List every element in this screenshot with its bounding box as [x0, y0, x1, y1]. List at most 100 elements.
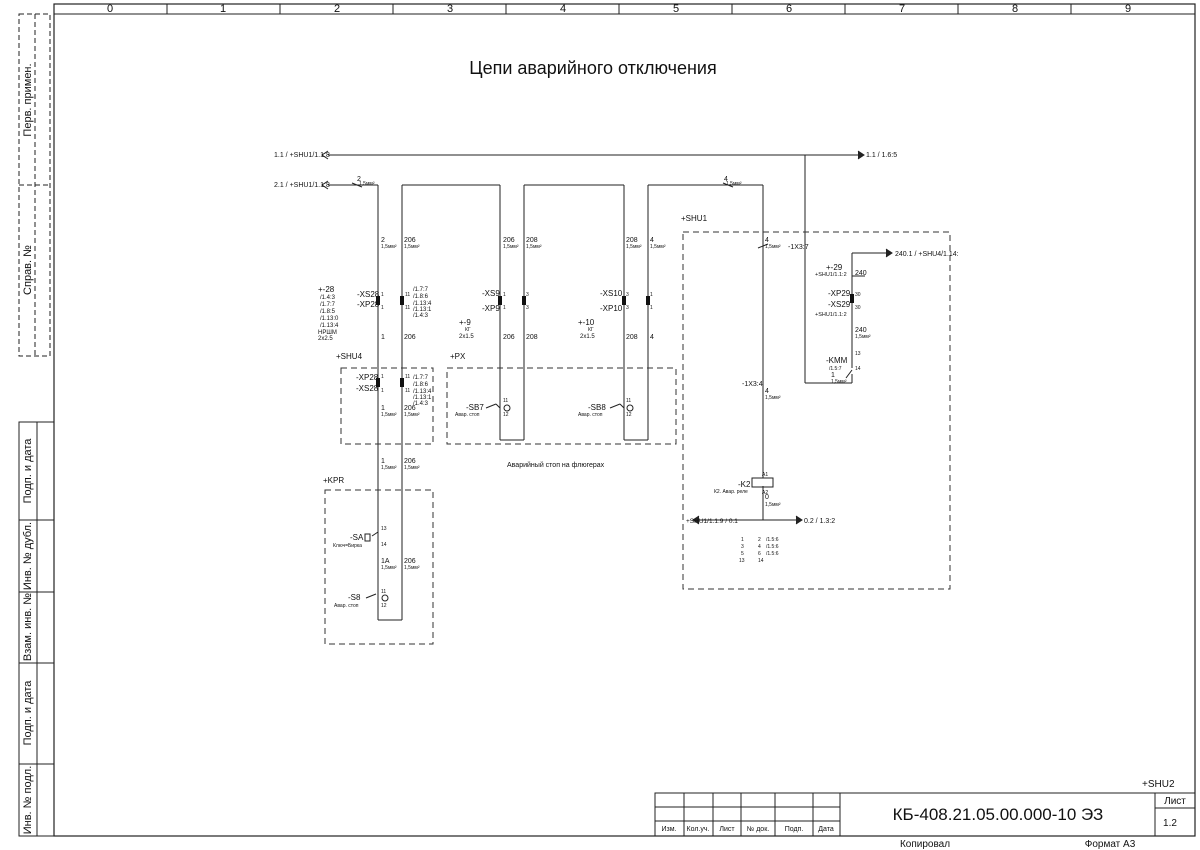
- connector-label-xp29: -XP29: [828, 289, 851, 298]
- column-number: 6: [786, 3, 792, 15]
- emergency-button-icon: [626, 404, 634, 412]
- stamp-header: № док.: [747, 826, 769, 833]
- device-label-sb7: -SB7: [466, 403, 484, 412]
- emergency-button-icon: [609, 403, 625, 409]
- device-label-s8: -S8: [348, 593, 361, 602]
- connector-label-plus10: +-10: [578, 318, 595, 327]
- ref-left-1: 1.1 / +SHU1/1.1:8: [274, 152, 330, 159]
- connector-icon: [376, 296, 380, 305]
- cable-size: 2x1.5: [459, 334, 474, 340]
- sheet-frame: [18, 3, 1196, 837]
- key-switch-icon: [364, 533, 371, 542]
- pin-number: 13: [855, 351, 861, 357]
- enclosure-shu1: [682, 231, 951, 590]
- wire-label: 240: [855, 327, 867, 334]
- pin-number: 1: [503, 305, 506, 311]
- wire-label: 206: [404, 558, 416, 565]
- device-desc: Авар. стоп: [455, 412, 480, 418]
- pin-number: 1: [381, 305, 384, 311]
- wire-gauge: 1,5мм²: [626, 244, 642, 250]
- contact-ref: /1.5:6: [766, 537, 779, 543]
- column-number: 0: [107, 3, 113, 15]
- side-labels: Перв. примен. Справ. № Подп. и дата Инв.…: [22, 63, 34, 834]
- wire-label: 0: [765, 494, 769, 501]
- copied-label: Копировал: [900, 839, 950, 850]
- side-label-vzam-inv: Взам. инв. №: [22, 593, 34, 661]
- wire-label: 208: [626, 237, 638, 244]
- ref-bus-right: 0.2 / 1.3:2: [804, 518, 835, 525]
- emergency-button-icon: [485, 403, 501, 409]
- stamp-header: Кол.уч.: [687, 826, 710, 833]
- connector-label-xp28-shu4: -XP28: [356, 373, 379, 382]
- contact-a: 5: [741, 551, 744, 557]
- side-label-perv-primen: Перв. примен.: [22, 63, 34, 136]
- pin-number: 12: [381, 603, 387, 609]
- connector-ref: /1.8:6: [413, 294, 429, 300]
- pin-number: 12: [503, 412, 509, 418]
- sheet-label: Лист: [1164, 796, 1186, 807]
- wire-label: 208: [626, 334, 638, 341]
- connector-label-x3-7: -1X3:7: [788, 244, 809, 251]
- wire-gauge: 1,5мм²: [404, 244, 420, 250]
- wire-gauge: 1,5мм²: [765, 244, 781, 250]
- diagram-labels: 1.1 / +SHU1/1.1:8 2.1 / +SHU1/1.1:8 1.1 …: [274, 152, 1175, 790]
- column-number: 7: [899, 3, 905, 15]
- connector-label-plus29: +-29: [826, 263, 843, 272]
- connector-icon: [400, 296, 404, 305]
- contact-a: 3: [741, 544, 744, 550]
- ref-bus-left: +SHU1/1.1:9 / 0.1: [686, 518, 738, 525]
- wire-gauge: 1,5мм²: [526, 244, 542, 250]
- device-desc: Авар. стоп: [334, 603, 359, 609]
- title-block-text: Изм. Кол.уч. Лист № док. Подп. Дата КБ-4…: [662, 796, 1187, 850]
- wire-label: 1: [381, 405, 385, 412]
- wire-label: 1: [831, 372, 835, 379]
- side-label-sprav-no: Справ. №: [22, 245, 34, 295]
- connector-glyphs: [376, 294, 854, 387]
- contact-b: 2: [758, 537, 761, 543]
- connector-icon: [646, 296, 650, 305]
- pin-number: 14: [855, 366, 861, 372]
- device-desc: Авар. стоп: [578, 412, 603, 418]
- format-label: Формат А3: [1085, 839, 1136, 850]
- wire-gauge: 1,5мм²: [765, 395, 781, 401]
- diagram-title: Цепи аварийного отключения: [469, 58, 716, 78]
- connector-ref: /1.7:7: [320, 302, 336, 308]
- contact-b: 6: [758, 551, 761, 557]
- connector-ref: /1.4:3: [413, 401, 429, 407]
- connector-label-x3-4: -1X3:4: [742, 381, 763, 388]
- ref-left-2: 2.1 / +SHU1/1.1:8: [274, 182, 330, 189]
- wire-label: 2: [381, 237, 385, 244]
- wire-label: 206: [404, 237, 416, 244]
- wire-label: 4: [765, 388, 769, 395]
- caption-px: Аварийный стоп на флюгерах: [507, 461, 605, 469]
- device-label-k2: -K2: [738, 480, 751, 489]
- connector-icon: [850, 294, 854, 303]
- location-px: +PX: [450, 352, 466, 361]
- device-symbols: [364, 369, 853, 602]
- connector-icon: [498, 296, 502, 305]
- wire-gauge: 1,5мм²: [503, 244, 519, 250]
- wiring: [321, 150, 893, 621]
- connector-ref: /1.4:3: [320, 295, 336, 301]
- wire-gauge: 1,5мм²: [726, 181, 742, 187]
- pin-number: 11: [503, 398, 508, 404]
- pin-number: 3: [526, 305, 529, 311]
- connector-label-xs28-shu4: -XS28: [356, 384, 379, 393]
- connector-icon: [522, 296, 526, 305]
- connector-ref: /1.13:4: [413, 301, 432, 307]
- wire-label: 206: [404, 458, 416, 465]
- connector-ref: /1.13:4: [320, 323, 339, 329]
- pin-number: 11: [626, 398, 631, 404]
- connector-ref: /1.13:0: [320, 316, 339, 322]
- pin-number: 1: [650, 292, 653, 298]
- sheet-number: 1.2: [1163, 818, 1177, 829]
- wire-label: 4: [650, 334, 654, 341]
- ref-right-1: 1.1 / 1.6:5: [866, 152, 897, 159]
- wire-label: 206: [503, 334, 515, 341]
- connector-label-xs9: -XS9: [482, 289, 500, 298]
- location-shu4: +SHU4: [336, 352, 363, 361]
- pin-number: 12: [626, 412, 632, 418]
- pin-number: 1: [381, 292, 384, 298]
- device-label-sa: -SA: [350, 533, 364, 542]
- wire-gauge: 1,5мм²: [381, 465, 397, 471]
